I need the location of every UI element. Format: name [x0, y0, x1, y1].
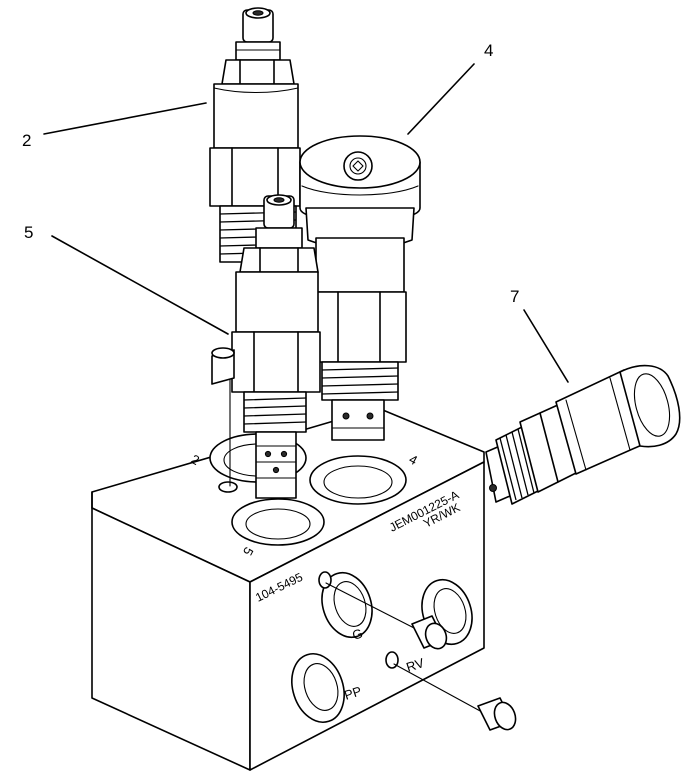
cartridge-item-7: [485, 364, 681, 505]
cartridge-item-4: [299, 135, 421, 441]
manifold-block: 2 4 5 104-5495 JEM001225-A YR/WK G RV PP: [91, 407, 485, 771]
marking-port-rv: RV: [404, 655, 426, 675]
port-pp-bore: [291, 653, 345, 723]
callout-7: 7: [510, 287, 569, 383]
small-hole-upper: [318, 571, 332, 589]
plug-lower: [393, 663, 517, 731]
callout-2-label: 2: [22, 131, 31, 150]
port-5-bore: [231, 498, 325, 546]
small-fitting: [211, 347, 235, 487]
callout-7-label: 7: [510, 287, 519, 306]
callout-5: 5: [24, 223, 229, 335]
port-g-bore: [321, 571, 373, 639]
callout-5-leader: [51, 235, 229, 335]
callout-2: 2: [22, 102, 207, 150]
callout-7-leader: [523, 309, 569, 383]
callout-4: 4: [407, 41, 493, 135]
plug-upper: [325, 582, 448, 650]
callout-2-leader: [43, 102, 207, 135]
cartridge-item-5: [231, 194, 321, 499]
port-4-bore: [309, 455, 407, 505]
small-top-hole: [218, 481, 238, 493]
callout-4-label: 4: [484, 41, 493, 60]
marking-port-g: G: [350, 625, 364, 642]
callout-5-label: 5: [24, 223, 33, 242]
callout-4-leader: [407, 63, 475, 135]
marking-port-pp: PP: [342, 683, 363, 703]
